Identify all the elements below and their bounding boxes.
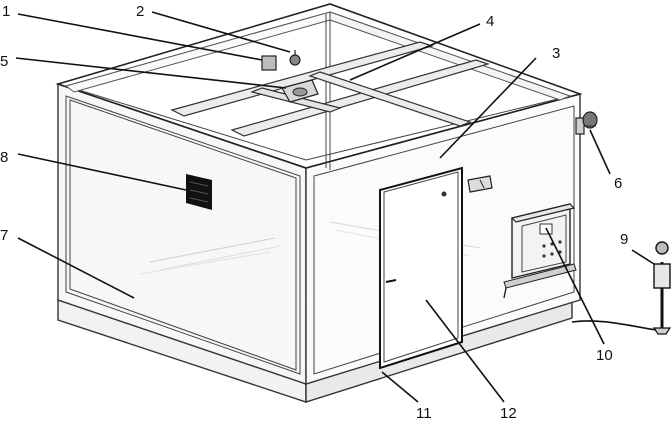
callout-10: 10: [596, 347, 613, 364]
roof-sensor: [289, 54, 301, 66]
sensor-box: [261, 55, 277, 71]
callout-labels: 1 2 3 4 5 6 7 8 9 10 11 12: [0, 3, 628, 422]
callout-2: 2: [136, 3, 144, 20]
corner-lamp: [575, 111, 598, 135]
sensor-pole: [571, 241, 672, 335]
leader-lines: [15, 11, 655, 403]
callout-5: 5: [0, 53, 8, 70]
roof-frame: [55, 3, 583, 170]
callout-4: 4: [486, 13, 494, 30]
callout-7: 7: [0, 227, 8, 244]
wall-light: [467, 175, 493, 193]
control-cabinet: [503, 203, 577, 299]
callout-11: 11: [416, 405, 432, 422]
callout-9: 9: [620, 231, 628, 248]
callout-8: 8: [0, 149, 8, 166]
roof-devices: [261, 50, 301, 71]
callout-1: 1: [2, 3, 10, 20]
door: [379, 166, 463, 370]
callout-6: 6: [614, 175, 622, 192]
vent: [186, 174, 212, 210]
callout-12: 12: [500, 405, 517, 422]
callout-3: 3: [552, 45, 560, 62]
